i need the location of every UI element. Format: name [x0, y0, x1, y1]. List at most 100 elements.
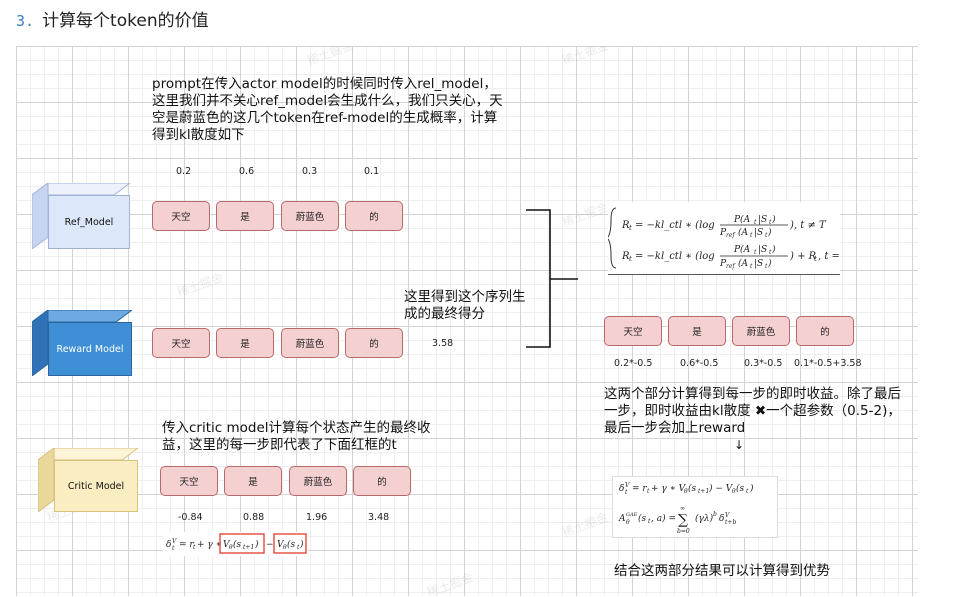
svg-text:t: t — [754, 219, 757, 226]
svg-text:V: V — [172, 538, 177, 545]
svg-text:P(A: P(A — [733, 214, 751, 225]
svg-text:δ: δ — [166, 540, 171, 550]
critic-token: 天空 — [160, 466, 218, 496]
svg-text:|S: |S — [758, 215, 767, 225]
reward-formula-svg: R t = −kl_ctl ∗ (log P(A t |S t ) P ref … — [606, 207, 851, 270]
advantage-formula: δ V t = r t + γ ∗ V θ (s t+1 ) − V θ (s … — [612, 476, 778, 538]
svg-text:+ γ ∗ V: + γ ∗ V — [651, 484, 687, 494]
svg-text:= r: = r — [179, 540, 194, 550]
svg-text:ref: ref — [726, 232, 736, 239]
critic-value: 3.48 — [368, 512, 390, 523]
td-formula: δ V t = r t + γ ∗ V θ (s t+1 ) − V θ (s … — [162, 532, 308, 556]
critic-text: 传入critic model计算每个状态产生的最终收益，这里的每一步即代表了下面… — [162, 420, 431, 453]
reward-model-label: Reward Model — [48, 322, 132, 376]
svg-text:t+1: t+1 — [698, 488, 709, 495]
ref-model-cube: Ref_Model — [32, 183, 130, 249]
svg-text:GAE: GAE — [626, 512, 638, 518]
svg-text:θ: θ — [229, 544, 233, 551]
svg-text:= −kl_ctl ∗ (log: = −kl_ctl ∗ (log — [635, 251, 715, 262]
svg-text:R: R — [621, 251, 630, 262]
svg-text:t: t — [746, 488, 749, 495]
svg-text:−: − — [266, 540, 274, 550]
reward-token: 的 — [345, 328, 403, 358]
svg-text:): ) — [771, 214, 776, 225]
svg-text:b: b — [713, 511, 717, 518]
ref-token: 蔚蓝色 — [281, 201, 339, 231]
svg-text:t: t — [754, 249, 757, 256]
svg-text:ref: ref — [726, 263, 736, 270]
svg-text:t+b: t+b — [725, 519, 736, 526]
svg-text:∑: ∑ — [678, 512, 688, 528]
svg-text:t: t — [769, 219, 772, 226]
diagram-canvas: 稀土掘金 稀土掘金 稀土掘金 稀土掘金 稀土掘金 稀土掘金 稀土掘金 promp… — [16, 46, 918, 596]
reward-step-token: 蔚蓝色 — [732, 316, 790, 346]
reward-score: 3.58 — [432, 338, 454, 349]
svg-text:(s: (s — [688, 483, 697, 494]
arrow-down-icon: ↓ — [734, 438, 745, 452]
svg-text:|S: |S — [754, 259, 763, 269]
red-box-value — [273, 533, 307, 554]
svg-text:= −kl_ctl ∗ (log: = −kl_ctl ∗ (log — [635, 220, 715, 231]
critic-model-cube: Critic Model — [38, 448, 138, 512]
svg-text:V: V — [625, 482, 630, 489]
svg-text:θ: θ — [626, 519, 630, 526]
watermark: 稀土掘金 — [560, 46, 611, 68]
svg-text:(A: (A — [738, 258, 749, 269]
watermark: 稀土掘金 — [305, 46, 356, 68]
svg-text:): ) — [767, 227, 772, 238]
svg-text:P(A: P(A — [733, 244, 751, 255]
svg-text:) − V: ) − V — [708, 483, 734, 494]
watermark: 稀土掘金 — [175, 270, 226, 300]
reward-step-token: 的 — [796, 316, 854, 346]
svg-text:, t = T: , t = T — [818, 251, 840, 262]
critic-token: 蔚蓝色 — [289, 466, 347, 496]
svg-text:): ) — [767, 258, 772, 269]
svg-text:(γλ): (γλ) — [695, 513, 714, 524]
ref-prob: 0.1 — [364, 166, 380, 177]
critic-cube-shape — [38, 448, 138, 512]
svg-text:) + R: ) + R — [789, 251, 817, 262]
reward-step-token: 天空 — [604, 316, 662, 346]
svg-text:P: P — [719, 228, 727, 238]
svg-text:t: t — [648, 518, 651, 525]
critic-cube-side — [38, 448, 55, 512]
red-box-next-value — [219, 533, 265, 554]
immediate-reward: 0.3*-0.5 — [744, 358, 783, 369]
svg-text:b=0: b=0 — [677, 528, 690, 535]
immediate-reward: 0.1*-0.5+3.58 — [794, 358, 862, 369]
svg-text:|S: |S — [758, 245, 767, 255]
svg-text:V: V — [277, 540, 285, 550]
section-number: 3. — [16, 12, 35, 30]
critic-token: 是 — [224, 466, 282, 496]
svg-text:θ: θ — [732, 488, 736, 495]
conclusion-text: 结合这两部分结果可以计算得到优势 — [614, 563, 830, 579]
reward-token: 蔚蓝色 — [281, 328, 339, 358]
svg-text:): ) — [299, 539, 304, 550]
ref-cube-side — [32, 183, 49, 249]
svg-text:= r: = r — [632, 484, 647, 494]
svg-text:t: t — [193, 544, 196, 551]
immediate-reward: 0.2*-0.5 — [614, 358, 653, 369]
reward-step-token: 是 — [668, 316, 726, 346]
critic-model-label: Critic Model — [54, 460, 138, 512]
svg-text:t: t — [765, 263, 768, 270]
svg-text:t: t — [625, 489, 628, 496]
ref-token: 的 — [345, 201, 403, 231]
svg-text:t: t — [814, 255, 817, 263]
critic-value: 1.96 — [306, 512, 328, 523]
svg-text:∞: ∞ — [680, 505, 685, 512]
svg-text:t: t — [629, 224, 632, 232]
svg-text:t: t — [769, 249, 772, 256]
svg-text:(s: (s — [287, 539, 296, 550]
svg-text:(s: (s — [736, 483, 745, 494]
critic-token: 的 — [353, 466, 411, 496]
svg-text:θ: θ — [684, 488, 688, 495]
intro-text: prompt在传入actor model的时候同时传入rel_model，这里我… — [152, 76, 503, 143]
svg-text:t: t — [750, 263, 753, 270]
svg-text:t: t — [750, 232, 753, 239]
section-heading: 3. 计算每个token的价值 — [16, 6, 209, 32]
svg-text:|S: |S — [754, 228, 763, 238]
svg-text:): ) — [254, 539, 259, 550]
svg-text:): ) — [749, 483, 754, 494]
svg-text:t+1: t+1 — [243, 544, 254, 551]
